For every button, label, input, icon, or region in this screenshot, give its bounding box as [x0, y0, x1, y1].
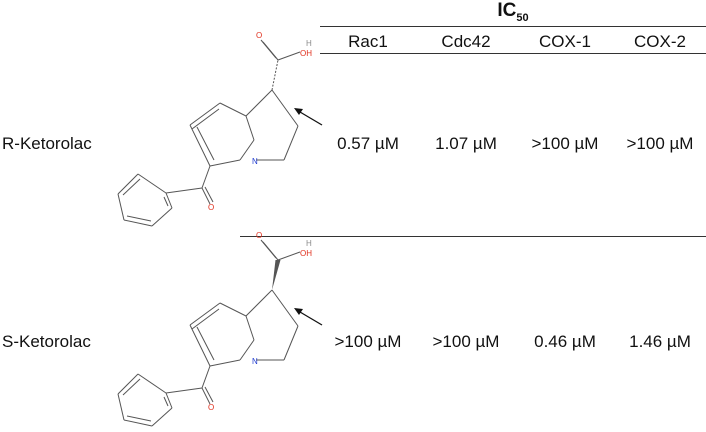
bond-lines	[117, 239, 301, 427]
r-ketorolac-structure: N O O OH H	[117, 31, 323, 227]
compound-name-s-ketorolac: S-Ketorolac	[2, 332, 91, 351]
bond-lines	[117, 39, 301, 227]
value-cell: >100 µM	[334, 332, 402, 351]
carbonyl-oxygen-label: O	[256, 231, 262, 240]
ketone-oxygen-label: O	[208, 203, 214, 212]
column-header-cox2: COX-2	[634, 32, 686, 51]
arrow-line	[299, 311, 323, 326]
column-header-rac1: Rac1	[348, 32, 388, 51]
nitrogen-label: N	[252, 357, 258, 366]
header-rule-top	[320, 26, 706, 27]
arrow-head	[294, 308, 303, 315]
ic50-title: IC50	[320, 0, 706, 29]
arrow-head	[294, 108, 303, 115]
column-header-cdc42: Cdc42	[441, 32, 491, 51]
value-cell: >100 µM	[432, 332, 500, 351]
hydroxyl-hydrogen-label: H	[306, 239, 312, 248]
carbonyl-oxygen-label: O	[256, 31, 262, 40]
row-divider	[240, 236, 706, 237]
value-cell: 0.46 µM	[534, 332, 596, 351]
column-header-cox1: COX-1	[539, 32, 591, 51]
title-text: IC	[497, 0, 517, 21]
ketone-oxygen-label: O	[208, 403, 214, 412]
wedge-bond	[272, 260, 281, 290]
hydroxyl-hydrogen-label: H	[306, 39, 312, 48]
value-cell: >100 µM	[626, 134, 694, 153]
title-subscript: 50	[516, 12, 529, 24]
compound-name-r-ketorolac: R-Ketorolac	[2, 134, 92, 153]
hydroxyl-label: OH	[300, 49, 312, 58]
value-cell: 0.57 µM	[337, 134, 399, 153]
value-cell: >100 µM	[531, 134, 599, 153]
arrow-line	[299, 111, 323, 126]
hydroxyl-label: OH	[300, 249, 312, 258]
nitrogen-label: N	[252, 157, 258, 166]
header-rule-bottom	[320, 53, 706, 54]
s-ketorolac-structure: N O O OH H	[117, 231, 323, 427]
value-cell: 1.46 µM	[629, 332, 691, 351]
value-cell: 1.07 µM	[435, 134, 497, 153]
